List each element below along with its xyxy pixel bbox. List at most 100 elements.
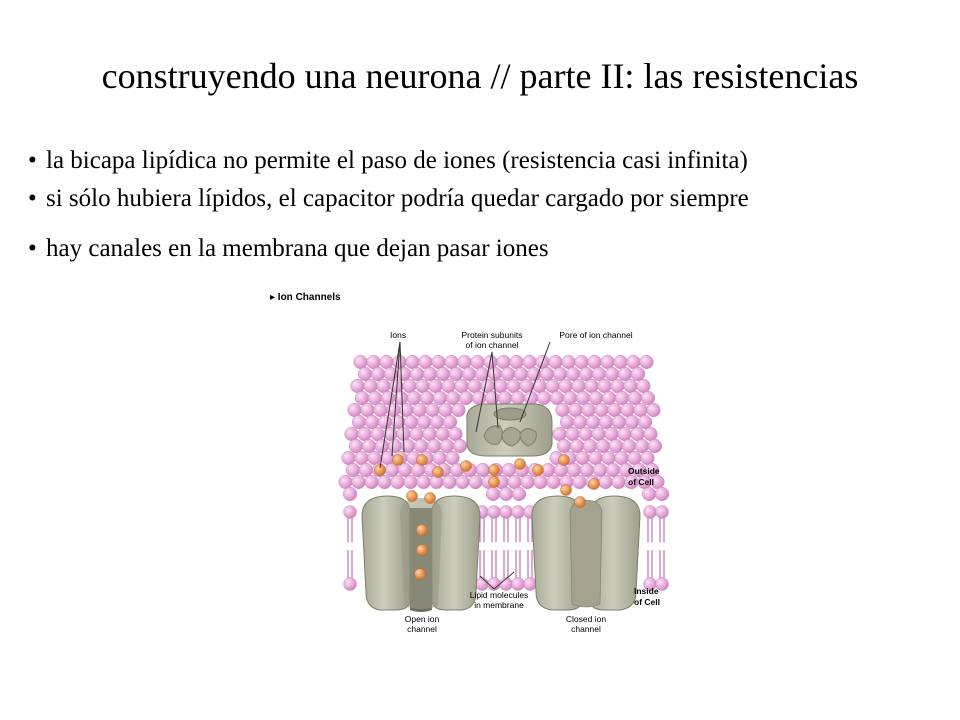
lipid-head xyxy=(379,354,394,370)
bullet-3-text: hay canales en la membrana que dejan pas… xyxy=(46,235,549,262)
lipid-head xyxy=(582,438,598,454)
lipid-head xyxy=(366,354,381,370)
ion xyxy=(416,524,428,536)
lipid-head xyxy=(342,486,358,502)
lipid-head xyxy=(452,438,468,454)
lipid-head xyxy=(539,366,555,382)
lipid-head xyxy=(454,378,469,394)
lipid-head xyxy=(654,486,670,502)
bullet-dot: • xyxy=(28,235,37,262)
bullet-2-text: si sólo hubiera lípidos, el capacitor po… xyxy=(46,185,749,212)
lipid-head xyxy=(617,426,632,442)
lipid-head xyxy=(511,486,527,502)
lipid-head xyxy=(367,450,382,466)
figure-labels: Ions Protein subunits of ion channel Por… xyxy=(390,330,660,634)
lipid-head xyxy=(445,450,460,466)
lipid-head xyxy=(507,474,522,490)
lipid-head xyxy=(566,462,582,478)
lipid-head xyxy=(500,366,516,382)
lipid-head xyxy=(354,390,370,406)
lipid-head xyxy=(377,474,392,490)
lipid-head xyxy=(555,402,570,418)
lipid-head xyxy=(644,462,660,478)
lipid-head xyxy=(600,354,615,370)
lipid-head xyxy=(643,505,657,519)
ion xyxy=(574,496,586,508)
lipid-head xyxy=(597,378,612,394)
lipid-head xyxy=(640,450,655,466)
bullet-2: •si sólo hubiera lípidos, el capacitor p… xyxy=(28,184,749,214)
lipid-head xyxy=(442,414,458,430)
lipid-head xyxy=(627,390,643,406)
lipid-head xyxy=(655,505,669,519)
lipid-head xyxy=(640,390,656,406)
label-lipid-1: Lipid molecules xyxy=(470,590,529,600)
lipid-head xyxy=(611,474,626,490)
lipid-head xyxy=(611,414,627,430)
lipid-head xyxy=(441,378,456,394)
lipid-head xyxy=(639,354,654,370)
lipid-head xyxy=(341,450,356,466)
lipid-head xyxy=(513,366,529,382)
lipid-head xyxy=(409,366,425,382)
lipid-head xyxy=(574,354,589,370)
label-closed-2: channel xyxy=(571,624,601,634)
lipid-head xyxy=(360,402,375,418)
lipid-head xyxy=(457,354,472,370)
lipid-head xyxy=(435,426,450,442)
lipid-head xyxy=(614,390,630,406)
lipid-head xyxy=(520,474,535,490)
lipid-head xyxy=(402,378,417,394)
lipid-head xyxy=(575,390,591,406)
lipid-head xyxy=(626,354,641,370)
lipid-head xyxy=(343,577,357,591)
lipid-head xyxy=(562,390,578,406)
ion xyxy=(414,568,426,580)
ion xyxy=(424,492,436,504)
lipid-head xyxy=(442,474,457,490)
lipid-head xyxy=(390,474,405,490)
lipid-head xyxy=(431,354,446,370)
lipid-head xyxy=(601,390,617,406)
lipid-head xyxy=(546,474,561,490)
lipid-head xyxy=(598,414,614,430)
lipid-head xyxy=(445,390,461,406)
lipid-head xyxy=(607,402,622,418)
lipid-head xyxy=(370,366,386,382)
lipid-head xyxy=(636,378,651,394)
lipid-head xyxy=(351,474,366,490)
lipid-head xyxy=(485,486,501,502)
lipid-head xyxy=(532,378,547,394)
lipid-head xyxy=(633,402,648,418)
lipid-head xyxy=(338,474,353,490)
lipid-head xyxy=(588,450,603,466)
lipid-head xyxy=(416,414,432,430)
figure-heading: ▸ Ion Channels xyxy=(270,292,341,303)
lipid-head xyxy=(496,354,511,370)
lipid-head xyxy=(647,438,663,454)
lipid-head xyxy=(634,438,650,454)
lipid-head xyxy=(422,426,437,442)
lipid-head xyxy=(353,354,368,370)
lipid-head xyxy=(425,402,440,418)
lipid-head xyxy=(604,426,619,442)
ion xyxy=(488,476,500,488)
lipid-head xyxy=(572,474,587,490)
lipid-head xyxy=(354,450,369,466)
lipid-head xyxy=(438,402,453,418)
lipid-head xyxy=(461,366,477,382)
lipid-head xyxy=(621,438,637,454)
lipid-head xyxy=(536,390,552,406)
lipid-head xyxy=(448,426,463,442)
ion xyxy=(588,478,600,490)
bullet-3: • hay canales en la membrana que dejan pa… xyxy=(28,234,549,264)
lipid-head xyxy=(347,402,362,418)
lipid-head xyxy=(604,366,620,382)
lipid-head xyxy=(655,577,669,591)
bullet-1: •la bicapa lipídica no permite el paso d… xyxy=(28,146,748,176)
lipid-head xyxy=(598,474,613,490)
ions-layer xyxy=(374,454,600,580)
lipid-head xyxy=(361,438,377,454)
lipid-head xyxy=(396,366,412,382)
ion-channel-figure: ▸ Ion Channels xyxy=(262,284,762,664)
